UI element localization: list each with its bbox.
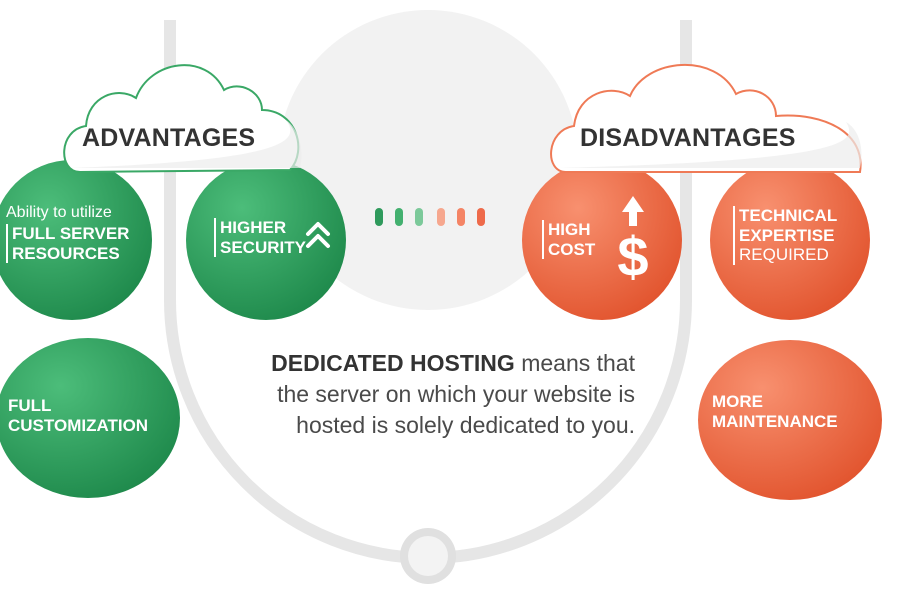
dollar-up-icon: $ [617,196,649,288]
customization-label: FULL CUSTOMIZATION [8,396,149,435]
svg-text:$: $ [617,225,648,288]
bubble-expertise [710,160,870,320]
disadvantages-title: DISADVANTAGES [580,124,796,152]
cost-label: HIGH COST [542,220,595,260]
description-strong: DEDICATED HOSTING [271,350,515,376]
description-rest: means that [514,350,635,376]
maintenance-label: MORE MAINTENANCE [712,392,838,431]
cloud-icon [550,63,862,173]
bubble-security [186,160,346,320]
center-dome [278,10,578,310]
bubble-full-resources [0,160,152,320]
expertise-label: TECHNICAL EXPERTISE REQUIRED [733,206,837,265]
full-resources-label: Ability to utilize FULL SERVER RESOURCES [6,204,130,264]
bubble-cost [522,160,682,320]
bubble-customization [0,338,180,498]
advantages-title: ADVANTAGES [82,124,256,152]
cloud-icon [63,64,302,174]
chevron-up-double-icon [306,222,330,248]
description-line3: hosted is solely dedicated to you. [296,412,635,438]
security-label: HIGHER SECURITY [214,218,306,258]
bubble-maintenance [698,340,882,500]
description-text: DEDICATED HOSTING means that the server … [190,348,635,441]
description-line2: the server on which your website is [277,381,635,407]
connector-dots [375,208,485,226]
